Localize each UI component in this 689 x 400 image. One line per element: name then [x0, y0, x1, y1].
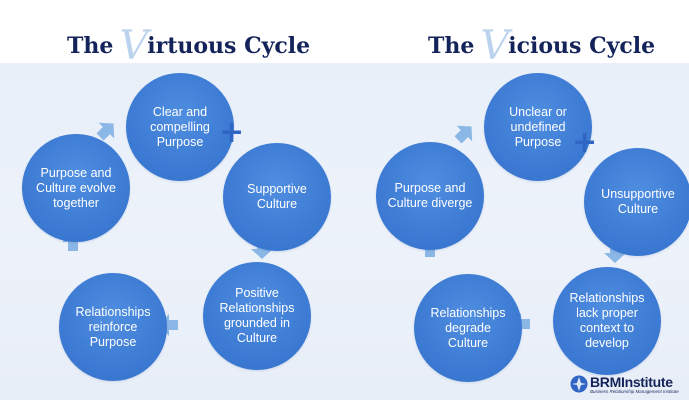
vicious-node-diverge: Purpose and Culture diverge: [376, 142, 484, 250]
vicious-title-rest: icious Cycle: [508, 33, 656, 59]
virtuous-node-evolve: Purpose and Culture evolve together: [22, 134, 130, 242]
vicious-title-prefix: The: [428, 33, 475, 59]
virtuous-node-purpose: Clear and compelling Purpose: [126, 73, 234, 181]
vicious-arrow-diverge-to-purpose-icon: [454, 125, 473, 144]
logo-tagline: Business Relationship Management Institu…: [590, 389, 679, 394]
vicious-plus-icon: +: [572, 125, 598, 160]
virtuous-title-rest: irtuous Cycle: [147, 33, 311, 59]
virtuous-node-culture: Supportive Culture: [223, 143, 331, 251]
virtuous-node-relationships: Positive Relationships grounded in Cultu…: [203, 262, 311, 370]
vicious-node-relationships: Relationships lack proper context to dev…: [553, 267, 661, 375]
vicious-title-initial: V: [480, 23, 510, 69]
vicious-node-culture: Unsupportive Culture: [584, 148, 689, 256]
virtuous-title-prefix: The: [67, 33, 114, 59]
logo-name: BRMInstitute: [590, 374, 673, 390]
brm-institute-logo: BRMInstitute Business Relationship Manag…: [570, 374, 682, 396]
virtuous-plus-icon: +: [219, 115, 245, 150]
virtuous-title-initial: V: [119, 23, 149, 69]
virtuous-cycle-title: The V irtuous Cycle: [67, 20, 311, 66]
vicious-node-purpose: Unclear or undefined Purpose: [484, 73, 592, 181]
vicious-node-degrade: Relationships degrade Culture: [414, 274, 522, 382]
vicious-cycle-title: The V icious Cycle: [428, 20, 656, 66]
header-band: [0, 0, 689, 63]
brm-logo-icon: [570, 375, 588, 393]
virtuous-node-reinforce: Relationships reinforce Purpose: [59, 273, 167, 381]
